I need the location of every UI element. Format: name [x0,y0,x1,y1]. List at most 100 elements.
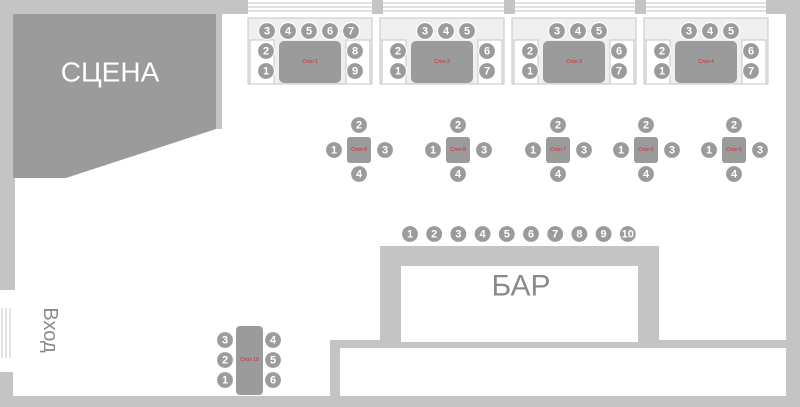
seat-3[interactable]: 3 [415,21,435,41]
bar-seat-5[interactable]: 5 [497,224,516,244]
seat-3[interactable]: 3 [547,21,567,41]
seat-7[interactable]: 7 [609,61,629,81]
seat-circle [263,370,283,390]
seat-1[interactable]: 1 [652,61,672,81]
table-top[interactable] [722,137,746,163]
seat-6[interactable]: 6 [320,21,340,41]
seat-2[interactable]: 2 [349,115,369,135]
table-top[interactable] [675,41,737,83]
seat-1[interactable]: 1 [699,140,719,160]
seat-7[interactable]: 7 [341,21,361,41]
seat-7[interactable]: 7 [477,61,497,81]
table-label: Стол 9 [351,147,367,153]
seat-3[interactable]: 3 [679,21,699,41]
entrance[interactable]: Вход [1,307,61,358]
table-top[interactable] [546,137,570,163]
table-top[interactable] [347,137,371,163]
seat-1[interactable]: 1 [324,140,344,160]
seat-1[interactable]: 1 [215,370,235,390]
stage-label: СЦЕНА [61,57,160,88]
seat-circle [568,21,588,41]
bar-seat-7[interactable]: 7 [546,224,565,244]
seat-7[interactable]: 7 [741,61,761,81]
wall-bottom [0,396,800,407]
seat-2[interactable]: 2 [548,115,568,135]
seat-5[interactable]: 5 [263,350,283,370]
seat-number: 1 [706,145,712,157]
seat-1[interactable]: 1 [423,140,443,160]
seat-2[interactable]: 2 [256,41,276,61]
table-top[interactable] [411,41,473,83]
seat-6[interactable]: 6 [477,41,497,61]
seat-4[interactable]: 4 [568,21,588,41]
seat-1[interactable]: 1 [520,61,540,81]
table-top[interactable] [446,137,470,163]
table-top[interactable] [634,137,658,163]
seat-6[interactable]: 6 [263,370,283,390]
seat-3[interactable]: 3 [375,140,395,160]
bar-seat-2[interactable]: 2 [425,224,444,244]
seat-4[interactable]: 4 [448,164,468,184]
seat-1[interactable]: 1 [388,61,408,81]
seat-3[interactable]: 3 [474,140,494,160]
seat-2[interactable]: 2 [652,41,672,61]
seat-6[interactable]: 6 [741,41,761,61]
seat-4[interactable]: 4 [263,330,283,350]
seat-number: 1 [395,66,401,78]
seat-circle [546,224,565,244]
seat-2[interactable]: 2 [215,350,235,370]
seat-4[interactable]: 4 [548,164,568,184]
seat-6[interactable]: 6 [609,41,629,61]
seat-circle [345,61,365,81]
seat-1[interactable]: 1 [523,140,543,160]
seat-3[interactable]: 3 [750,140,770,160]
bar-seat-8[interactable]: 8 [570,224,589,244]
seat-1[interactable]: 1 [256,61,276,81]
bar-seat-3[interactable]: 3 [449,224,468,244]
seat-circle [699,140,719,160]
seat-3[interactable]: 3 [662,140,682,160]
seat-circle [547,21,567,41]
table-top[interactable] [236,326,263,395]
seat-number: 4 [731,169,738,181]
seat-5[interactable]: 5 [299,21,319,41]
seat-number: 1 [331,145,337,157]
bar-seat-4[interactable]: 4 [473,224,492,244]
seat-3[interactable]: 3 [257,21,277,41]
seat-2[interactable]: 2 [636,115,656,135]
seat-4[interactable]: 4 [436,21,456,41]
seat-number: 1 [527,66,533,78]
window-pillar-4 [766,0,776,14]
seat-number: 9 [352,66,358,78]
seat-4[interactable]: 4 [278,21,298,41]
seat-4[interactable]: 4 [724,164,744,184]
seat-2[interactable]: 2 [448,115,468,135]
seat-2[interactable]: 2 [724,115,744,135]
seat-circle [724,115,744,135]
seat-5[interactable]: 5 [589,21,609,41]
seat-3[interactable]: 3 [574,140,594,160]
bar-seat-10[interactable]: 10 [618,224,637,244]
seat-2[interactable]: 2 [520,41,540,61]
seat-4[interactable]: 4 [700,21,720,41]
seat-8[interactable]: 8 [345,41,365,61]
table-top[interactable] [543,41,605,83]
seat-3[interactable]: 3 [215,330,235,350]
seat-number: 2 [643,120,649,132]
seat-number: 3 [481,145,487,157]
seat-2[interactable]: 2 [388,41,408,61]
seat-1[interactable]: 1 [611,140,631,160]
seat-5[interactable]: 5 [721,21,741,41]
window-pillar-1 [372,0,383,14]
bar-seat-9[interactable]: 9 [594,224,613,244]
seat-5[interactable]: 5 [457,21,477,41]
bar-seat-1[interactable]: 1 [400,224,420,244]
table-top[interactable] [279,41,341,83]
seat-4[interactable]: 4 [636,164,656,184]
stage-area [13,14,216,178]
bar-seat-6[interactable]: 6 [521,224,541,244]
seat-9[interactable]: 9 [345,61,365,81]
seat-4[interactable]: 4 [349,164,369,184]
